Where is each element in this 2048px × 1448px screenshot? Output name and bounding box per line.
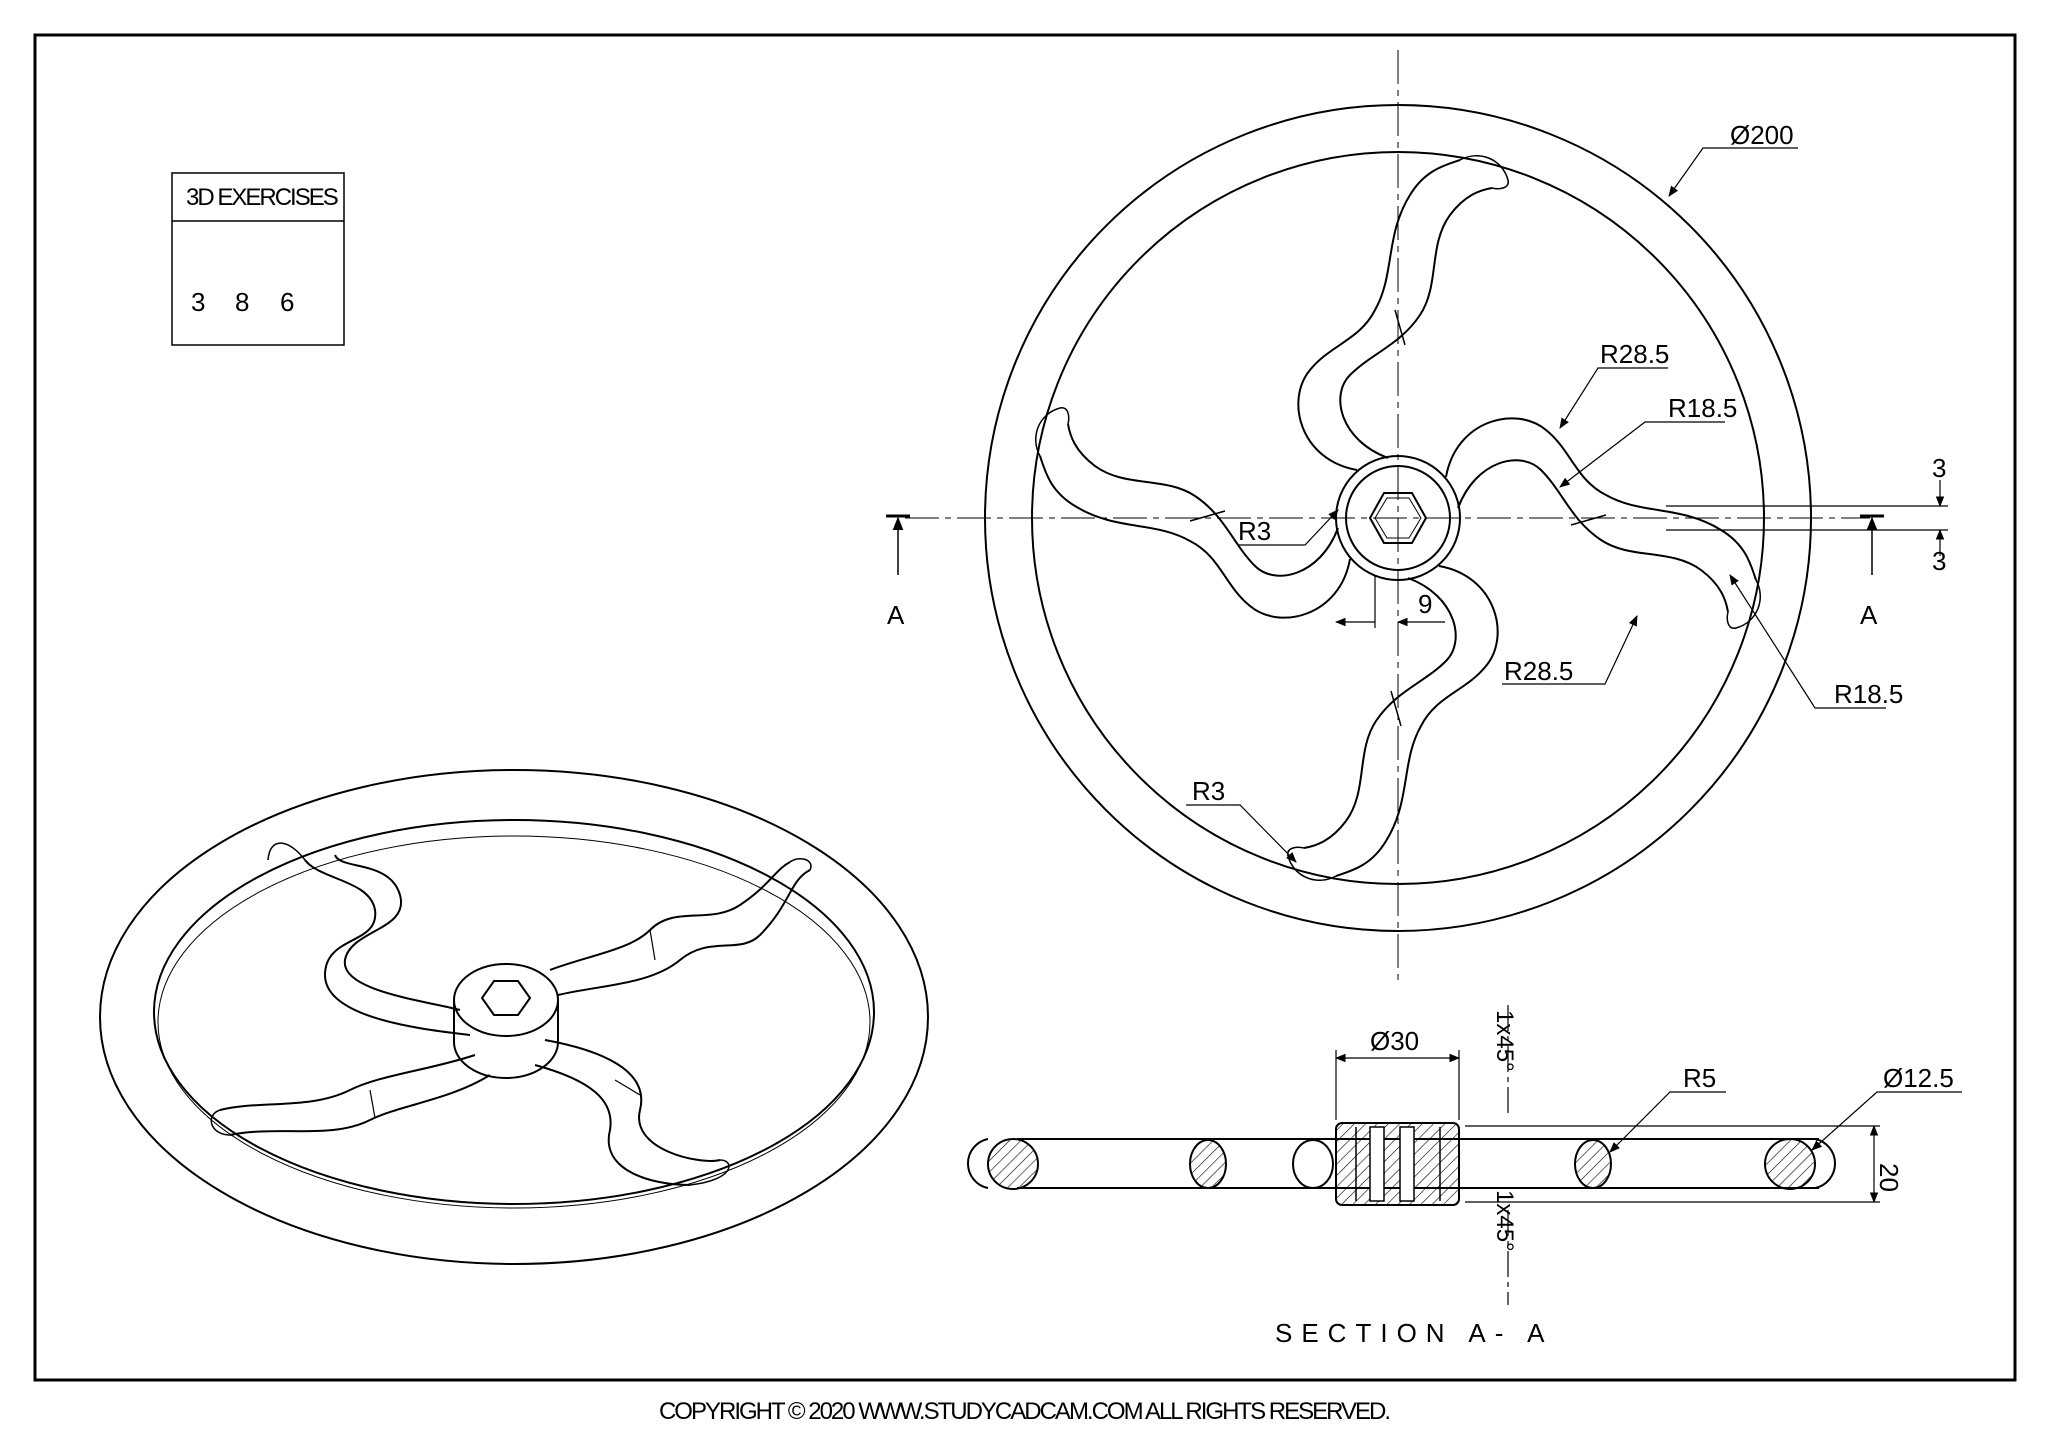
exercise-digit-2: 8 — [235, 287, 249, 317]
dim-arm-inner-radius-bottom: R18.5 — [1834, 679, 1903, 709]
section-marker-right — [1860, 514, 1884, 575]
dim-hub-diameter: Ø30 — [1370, 1026, 1419, 1056]
section-label-right: A — [1860, 600, 1878, 630]
spoke-4 — [1035, 407, 1351, 619]
spoke-2 — [1445, 417, 1761, 629]
dim-outer-diameter: Ø200 — [1730, 120, 1794, 150]
section-marker-left — [886, 514, 910, 575]
iso-hex-socket — [480, 980, 532, 1016]
spoke-3 — [1287, 565, 1499, 881]
dim-arm-inner-radius-top: R18.5 — [1668, 393, 1737, 423]
section-hub — [1335, 1122, 1460, 1206]
section-spoke-2 — [1292, 1139, 1334, 1189]
section-spoke-3 — [1574, 1139, 1612, 1189]
section-title: SECTION A- A — [1275, 1318, 1554, 1348]
hub-inner-circle — [1345, 465, 1451, 571]
section-rim-left — [987, 1138, 1039, 1190]
iso-rim-inner — [153, 819, 875, 1205]
spoke-1 — [1297, 155, 1509, 471]
dim-hub-offset: 9 — [1418, 589, 1432, 619]
exercise-digit-3: 6 — [280, 287, 294, 317]
leader-r5 — [1609, 1091, 1726, 1153]
drawing-border — [33, 33, 2017, 1382]
dim-section-fillet: R5 — [1683, 1063, 1716, 1093]
iso-spoke-1 — [267, 842, 471, 1036]
iso-rim-outer — [99, 769, 929, 1265]
exercise-box-title: 3D EXERCISES — [186, 184, 338, 211]
dim-fillet-bottom: R3 — [1192, 776, 1225, 806]
section-label-left: A — [887, 600, 905, 630]
dim-thickness: 20 — [1874, 1163, 1904, 1192]
leader-r185-bottom — [1729, 574, 1886, 709]
exercise-box: 3D EXERCISES 3 8 6 — [171, 172, 345, 346]
leader-o125 — [1811, 1091, 1962, 1151]
dim-offset-lower: 3 — [1932, 546, 1946, 576]
iso-spoke-2 — [549, 858, 812, 996]
iso-spoke-4 — [210, 1054, 491, 1136]
iso-spoke-3 — [534, 1039, 730, 1186]
leader-r3-left — [1238, 509, 1339, 546]
iso-hub — [453, 963, 559, 1079]
section-view: Ø30 R5 Ø12.5 20 1x45° 1x45° SECTION A- A — [967, 1005, 1962, 1348]
dim-arm-outer-radius-top: R28.5 — [1600, 339, 1669, 369]
dim-rim-diameter: Ø12.5 — [1883, 1063, 1954, 1093]
rim-inner-circle — [1031, 151, 1765, 885]
section-rim-right — [1764, 1138, 1816, 1190]
leader-r285-bottom — [1502, 615, 1638, 685]
dim-arm-outer-radius-bottom: R28.5 — [1504, 656, 1573, 686]
rim-outer-circle — [984, 104, 1812, 932]
hex-socket — [1368, 492, 1428, 544]
copyright-footer: COPYRIGHT © 2020 WWW.STUDYCADCAM.COM ALL… — [658, 1398, 1391, 1425]
exercise-digit-1: 3 — [191, 287, 205, 317]
leader-r185-top — [1559, 421, 1725, 488]
dim-offset-upper: 3 — [1932, 453, 1946, 483]
dim-chamfer-top: 1x45° — [1491, 1010, 1518, 1072]
front-view: Ø200 R28.5 R18.5 R3 9 R28.5 R18.5 R3 3 3… — [886, 50, 1948, 980]
leader-o200 — [1668, 147, 1798, 197]
dim-chamfer-bottom: 1x45° — [1491, 1190, 1518, 1252]
leader-r285-top — [1559, 367, 1668, 429]
dim-fillet-left: R3 — [1238, 516, 1271, 546]
isometric-view — [99, 769, 929, 1265]
leader-r3-bottom — [1186, 804, 1297, 863]
section-spoke-1 — [1189, 1139, 1227, 1189]
